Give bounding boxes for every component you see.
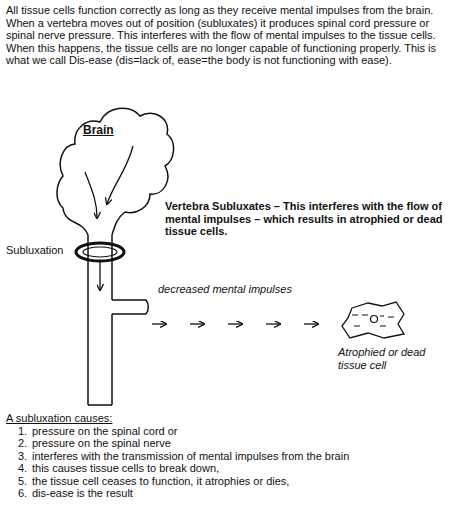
impulse-arrow [85,172,97,218]
spinal-cord [88,404,112,406]
cell-label: Atrophied or dead tissue cell [338,346,438,371]
brain-shape [55,100,177,235]
list-number: 1. [18,425,27,438]
list-item: this causes tissue cells to break down, [32,462,456,475]
impulse-arrow [107,146,133,204]
list-item: pressure on the spinal nerve [32,437,456,450]
list-item: dis-ease is the result [32,487,456,500]
cell-outline [342,302,404,338]
cell-texture [352,315,394,326]
intro-paragraph: All tissue cells function correctly as l… [6,4,455,67]
impulse-arrow [266,323,280,324]
brain-label: Brain [83,124,133,137]
list-number: 2. [18,437,27,450]
list-heading: A subluxation causes: [6,412,112,425]
impulse-arrows [152,324,318,325]
vertebra-ring [83,247,117,257]
vertebra-ring [76,243,124,261]
spinal-nerve [112,300,148,314]
list-number: 3. [18,450,27,463]
brain-outline-path [57,108,174,235]
impulse-label: decreased mental impulses [158,283,292,296]
impulse-arrow [228,323,242,324]
list-number: 6. [18,487,27,500]
vertebra-note: Vertebra Subluxates – This interferes wi… [165,200,453,238]
impulse-arrow [99,262,100,290]
impulse-arrow [152,323,166,324]
cell-nucleus [371,316,378,323]
spinal-cord [111,314,113,405]
impulse-arrow [190,323,204,324]
list-item: pressure on the spinal cord or [32,425,456,438]
list-item: interferes with the transmission of ment… [32,450,456,463]
brain-outline: Brain [55,100,177,235]
subluxation-label: Subluxation [6,244,64,257]
impulse-arrow [304,323,318,324]
list-number: 4. [18,462,27,475]
list-number: 5. [18,475,27,488]
list-item: the tissue cell ceases to function, it a… [32,475,456,488]
tissue-cell: Atrophied or dead tissue cell [338,300,448,380]
note-heading: Vertebra Subluxates [165,200,271,212]
